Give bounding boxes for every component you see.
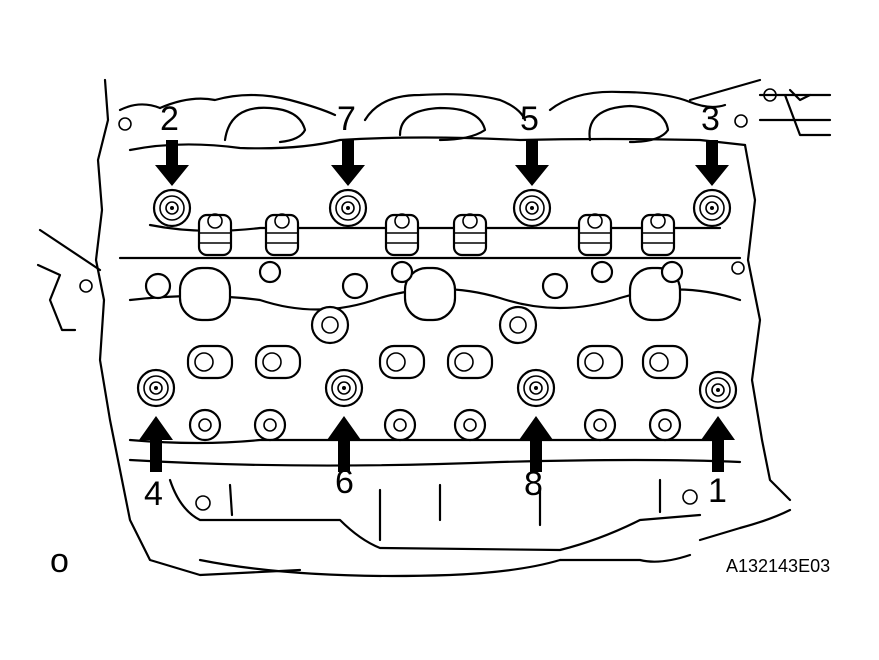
arrow-up-icon-bolt-4 [139,416,173,472]
arrow-down-icon-bolt-3 [695,140,729,186]
bolt-number-6: 6 [335,463,354,501]
arrow-up-icon-bolt-8 [519,416,553,472]
valve-springs-lower [186,344,689,380]
bolt-2 [152,188,192,228]
arrow-down-icon-bolt-2 [155,140,189,186]
bolt-4 [136,368,176,408]
valve-springs-upper [197,213,676,257]
bolt-5 [512,188,552,228]
view-marker: o [50,542,69,580]
bolt-number-8: 8 [524,465,543,503]
bolt-number-5: 5 [520,100,539,138]
bolt-6 [324,368,364,408]
bolt-number-3: 3 [701,100,720,138]
bolt-7 [328,188,368,228]
bolt-1 [698,370,738,410]
bolt-3 [692,188,732,228]
bolt-number-4: 4 [144,475,163,513]
figure-code: A132143E03 [726,556,830,576]
arrow-down-icon-bolt-5 [515,140,549,186]
bolt-number-7: 7 [337,100,356,138]
bolt-number-2: 2 [160,100,179,138]
arrow-up-icon-bolt-1 [701,416,735,472]
bolt-8 [516,368,556,408]
arrow-down-icon-bolt-7 [331,140,365,186]
bolt-number-1: 1 [708,472,727,510]
lower-bolt-holes [188,408,682,442]
cam-lobes-middle [144,260,684,345]
arrow-up-icon-bolt-6 [327,416,361,472]
